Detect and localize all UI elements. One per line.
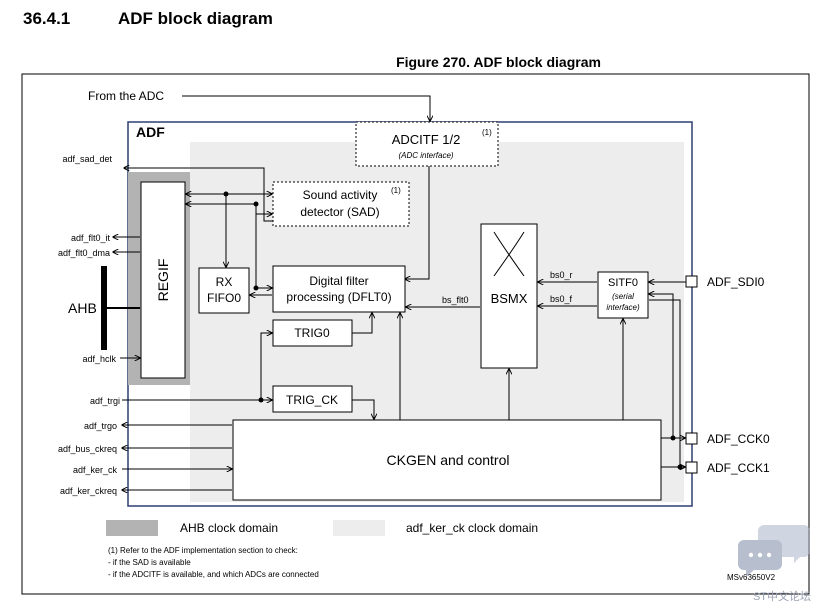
ahb-domain-legend: AHB clock domain <box>180 521 278 535</box>
rx-fifo-line2: FIFO0 <box>207 291 241 305</box>
section-number: 36.4.1 <box>23 9 71 28</box>
adcitf-subtitle: (ADC interface) <box>398 151 453 160</box>
sad-note: (1) <box>391 186 401 195</box>
junction-dot <box>677 464 683 470</box>
from-adc-label: From the ADC <box>88 89 164 103</box>
adf-bus-ckreq-label: adf_bus_ckreq <box>58 444 117 454</box>
trig0-to-dflt-arrow <box>352 313 372 334</box>
cck0-feedback-arrow <box>649 294 674 438</box>
adf-sdi0-pad <box>685 275 698 288</box>
adf-trgo-label: adf_trgo <box>84 421 117 431</box>
forum-chat-icon <box>738 525 810 577</box>
sitf-line2: (serial <box>612 292 634 301</box>
adf-trgi-label: adf_trgi <box>90 396 120 406</box>
bs0-f-label: bs0_f <box>550 294 573 304</box>
rx-fifo-line1: RX <box>216 275 233 289</box>
sitf-line1: SITF0 <box>608 277 638 289</box>
dflt-line1: Digital filter <box>309 274 368 288</box>
figure-frame <box>21 73 810 595</box>
ckgen-label: CKGEN and control <box>387 452 510 468</box>
dflt-line2: processing (DFLT0) <box>286 290 391 304</box>
sad-line2: detector (SAD) <box>300 205 379 219</box>
ahb-label: AHB <box>68 300 97 316</box>
adf-cck1-pad <box>685 461 698 474</box>
figure-code: MSv63650V2 <box>727 573 776 582</box>
watermark-text: ST中文论坛 <box>752 591 811 603</box>
adcitf-title: ADCITF 1/2 <box>392 132 461 147</box>
regif-block <box>140 181 186 379</box>
dflt-block <box>272 265 406 313</box>
footnote-line2: - if the SAD is available <box>108 558 191 567</box>
adf-sad-det-arrow <box>124 168 273 222</box>
adcitf-to-dflt-arrow <box>405 166 430 279</box>
ker-domain-legend: adf_ker_ck clock domain <box>406 521 538 535</box>
trig0-block <box>272 319 353 347</box>
ckgen-block <box>232 419 662 501</box>
bsmx-label: BSMX <box>491 291 528 306</box>
from-adc-arrow <box>182 95 430 121</box>
junction-dot <box>670 435 676 441</box>
sitf-line3: interface) <box>606 303 640 312</box>
section-title: ADF block diagram <box>118 9 273 28</box>
ker-domain-swatch <box>333 520 385 536</box>
adcitf-note: (1) <box>482 128 492 137</box>
footnote-line3: - if the ADCITF is available, and which … <box>108 570 319 579</box>
adf-ker-ckreq-label: adf_ker_ckreq <box>60 486 117 496</box>
trgi-to-trig0-arrow <box>260 333 272 400</box>
ahb-domain-swatch <box>106 520 158 536</box>
adf-sad-det-label: adf_sad_det <box>62 154 112 164</box>
adf-flt0-it-label: adf_flt0_it <box>71 233 111 243</box>
sad-block <box>272 181 410 227</box>
footnote-line1: (1) Refer to the ADF implementation sect… <box>108 546 298 555</box>
bs0-r-label: bs0_r <box>550 270 573 280</box>
adf-cck1-label: ADF_CCK1 <box>707 461 770 475</box>
adcitf-block <box>355 121 499 167</box>
trig-ck-to-ckgen-arrow <box>352 399 374 419</box>
trig-ck-label: TRIG_CK <box>286 393 338 407</box>
adf-flt0-dma-label: adf_flt0_dma <box>58 248 110 258</box>
bsmx-cross-symbol <box>493 231 525 277</box>
regif-label: REGIF <box>155 259 171 302</box>
trig0-label: TRIG0 <box>294 326 330 340</box>
rx-fifo-block <box>198 267 250 314</box>
adf-cck0-label: ADF_CCK0 <box>707 432 770 446</box>
figure-title: Figure 270. ADF block diagram <box>396 54 601 70</box>
sad-line1: Sound activity <box>303 188 378 202</box>
adf-label: ADF <box>136 124 165 140</box>
adf-sdi0-label: ADF_SDI0 <box>707 275 765 289</box>
trig-ck-block <box>272 385 353 413</box>
adf-ker-ck-label: adf_ker_ck <box>73 465 118 475</box>
sitf-block <box>597 271 649 319</box>
bs-flt0-label: bs_flt0 <box>442 295 469 305</box>
adf-cck0-pad <box>685 432 698 445</box>
adf-hclk-label: adf_hclk <box>82 354 116 364</box>
bsmx-block <box>480 223 538 369</box>
cck1-feedback-line <box>649 299 681 467</box>
